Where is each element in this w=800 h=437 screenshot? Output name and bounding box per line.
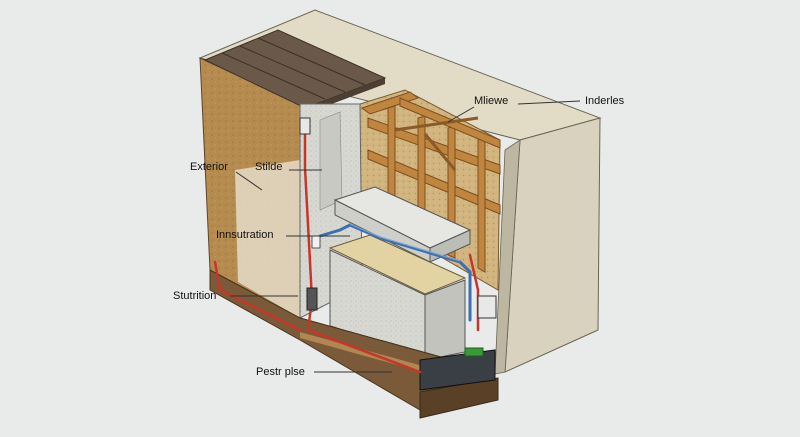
outer-wall-inner-face [494, 139, 521, 375]
timber-frame [360, 91, 501, 273]
label-inderles: Inderles [585, 95, 625, 107]
outlet-box [311, 235, 321, 249]
label-miewe: Mliewe [474, 95, 509, 107]
junction-box-left [306, 287, 318, 311]
junction-box-top [299, 117, 311, 135]
label-stutrition: Stutrition [173, 290, 217, 302]
label-stilde: Stilde [255, 161, 283, 173]
label-pestr-plse: Pestr plse [256, 366, 305, 378]
blue-pipe-highlight [349, 223, 461, 262]
roof-boards [203, 29, 387, 114]
inner-column-side [319, 111, 343, 211]
callout-lines [230, 100, 581, 373]
green-fitting [464, 347, 484, 357]
junction-box-right [477, 295, 497, 319]
exterior-panel-light-face [235, 160, 300, 318]
label-exterior: Exterior [190, 161, 228, 173]
label-innsutration: Innsutration [216, 229, 274, 241]
lower-block-cap [328, 234, 467, 295]
blue-pipe [318, 223, 472, 322]
concrete-block-side [429, 229, 471, 263]
